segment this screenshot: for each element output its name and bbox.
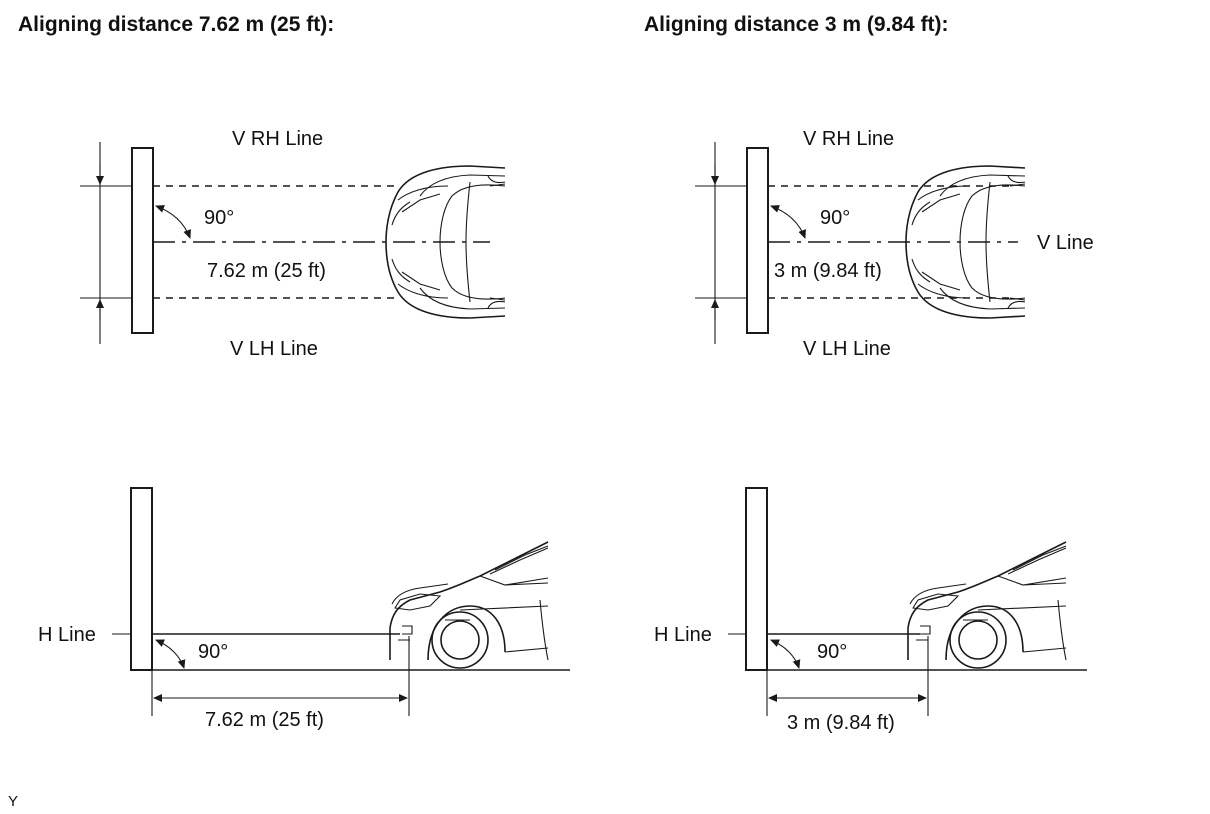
angle-label: 90° [820,207,850,229]
angle-label: 90° [198,641,228,663]
screen [130,487,153,671]
distance-label: 7.62 m (25 ft) [205,709,324,731]
distance-label: 3 m (9.84 ft) [787,712,895,734]
v-lh-line-label: V LH Line [230,338,318,360]
angle-label: 90° [204,207,234,229]
h-line-label: H Line [654,624,712,646]
distance-label: 7.62 m (25 ft) [207,260,326,282]
left-side-view: H Line 90° 7.62 m (25 ft) [38,487,570,731]
screen [131,147,154,334]
v-lh-line-label: V LH Line [803,338,891,360]
h-line-label: H Line [38,624,96,646]
figure-code: Y [8,793,18,810]
car-side-view [907,541,1067,669]
car-top-view [905,165,1026,319]
v-line-label: V Line [1037,232,1094,254]
left-top-view: V RH Line V LH Line 90° 7.62 m (25 ft) [80,128,506,360]
angle-label: 90° [817,641,847,663]
screen [746,147,769,334]
v-rh-line-label: V RH Line [803,128,894,150]
right-top-view: V RH Line V LH Line V Line 90° 3 m (9.84… [695,128,1094,360]
v-rh-line-label: V RH Line [232,128,323,150]
right-side-view: H Line 90° 3 m (9.84 ft) [654,487,1087,734]
heading-left: Aligning distance 7.62 m (25 ft): [18,13,334,36]
car-side-view [389,541,549,669]
distance-label: 3 m (9.84 ft) [774,260,882,282]
heading-right: Aligning distance 3 m (9.84 ft): [644,13,949,36]
screen [745,487,768,671]
